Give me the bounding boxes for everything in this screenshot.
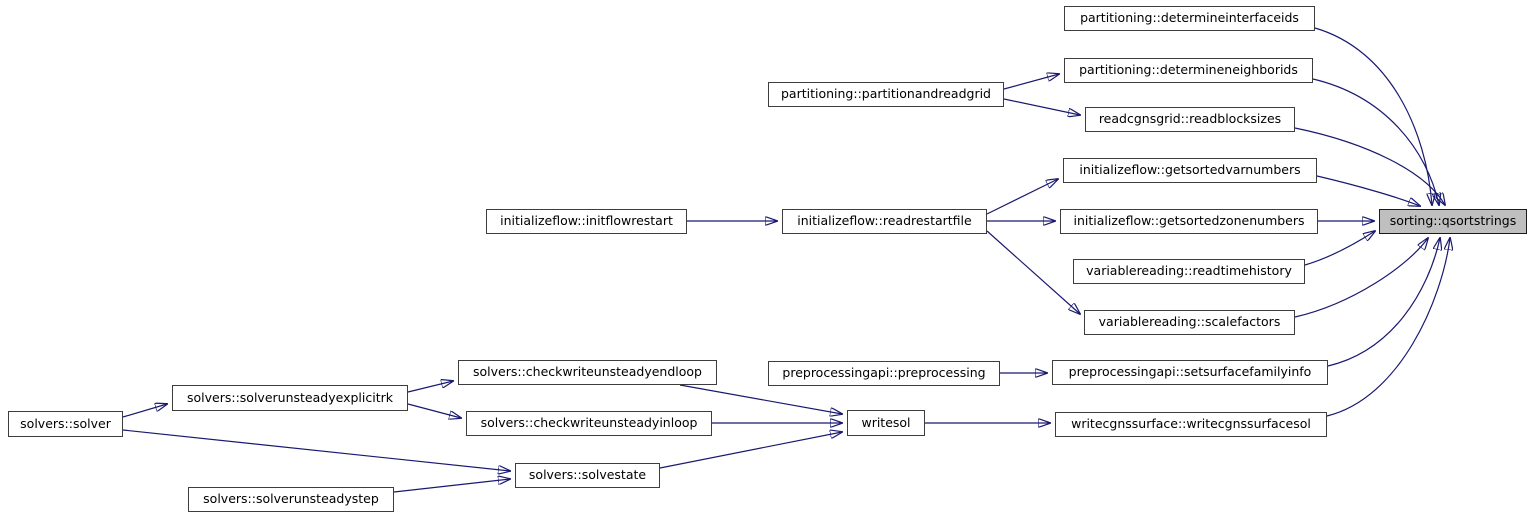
node-sorting-qsortstrings[interactable]: sorting::qsortstrings bbox=[1379, 209, 1527, 234]
edge-partitionandreadgrid-to-readblocksizes bbox=[1003, 98, 1080, 115]
node-initializeflow-initflowrestart[interactable]: initializeflow::initflowrestart bbox=[486, 209, 687, 234]
edge-partitionandreadgrid-to-determineneighborids bbox=[1003, 74, 1059, 90]
node-partitioning-determineneighborids[interactable]: partitioning::determineneighborids bbox=[1064, 58, 1313, 83]
edge-determineinterfaceids-to-qsortstrings bbox=[1314, 27, 1432, 205]
edge-readrestartfile-to-getsortedvarnumbers bbox=[986, 179, 1058, 215]
edge-writecgnssurfacesol-to-qsortstrings bbox=[1326, 238, 1450, 417]
node-solvers-solverunsteadystep[interactable]: solvers::solverunsteadystep bbox=[188, 487, 394, 512]
node-solvers-solverunsteadyexplicitrk[interactable]: solvers::solverunsteadyexplicitrk bbox=[172, 385, 408, 411]
node-partitioning-determineinterfaceids[interactable]: partitioning::determineinterfaceids bbox=[1064, 6, 1315, 31]
edge-solverunsteadyexplicitrk-to-checkwriteunsteadyendloop bbox=[407, 381, 453, 393]
node-variablereading-scalefactors[interactable]: variablereading::scalefactors bbox=[1084, 310, 1295, 335]
edge-readblocksizes-to-qsortstrings bbox=[1294, 127, 1445, 205]
node-writesol[interactable]: writesol bbox=[847, 410, 925, 436]
edge-readrestartfile-to-scalefactors bbox=[986, 230, 1080, 314]
node-writecgnssurface-writecgnssurfacesol[interactable]: writecgnssurface::writecgnssurfacesol bbox=[1055, 412, 1327, 437]
edge-getsortedvarnumbers-to-qsortstrings bbox=[1316, 175, 1420, 206]
edge-checkwriteunsteadyendloop-to-writesol bbox=[679, 384, 842, 414]
edge-solverunsteadystep-to-solvestate bbox=[393, 479, 510, 493]
node-solvers-solvestate[interactable]: solvers::solvestate bbox=[515, 463, 660, 488]
edge-setsurfacefamilyinfo-to-qsortstrings bbox=[1327, 238, 1440, 367]
node-solvers-checkwriteunsteadyendloop[interactable]: solvers::checkwriteunsteadyendloop bbox=[458, 360, 717, 385]
node-readcgnsgrid-readblocksizes[interactable]: readcgnsgrid::readblocksizes bbox=[1085, 107, 1295, 132]
node-initializeflow-getsortedzonenumbers[interactable]: initializeflow::getsortedzonenumbers bbox=[1060, 209, 1318, 234]
edge-scalefactors-to-qsortstrings bbox=[1294, 238, 1428, 318]
node-initializeflow-getsortedvarnumbers[interactable]: initializeflow::getsortedvarnumbers bbox=[1063, 158, 1317, 183]
node-preprocessingapi-preprocessing[interactable]: preprocessingapi::preprocessing bbox=[768, 361, 1000, 386]
edge-readtimehistory-to-qsortstrings bbox=[1304, 231, 1375, 266]
node-solvers-checkwriteunsteadyinloop[interactable]: solvers::checkwriteunsteadyinloop bbox=[466, 411, 712, 436]
edge-solverunsteadyexplicitrk-to-checkwriteunsteadyinloop bbox=[407, 403, 461, 418]
node-preprocessingapi-setsurfacefamilyinfo[interactable]: preprocessingapi::setsurfacefamilyinfo bbox=[1052, 360, 1328, 385]
node-solvers-solver[interactable]: solvers::solver bbox=[8, 411, 123, 437]
node-partitioning-partitionandreadgrid[interactable]: partitioning::partitionandreadgrid bbox=[768, 82, 1004, 107]
node-variablereading-readtimehistory[interactable]: variablereading::readtimehistory bbox=[1073, 259, 1305, 284]
edge-solver-to-solvestate bbox=[122, 429, 510, 471]
edge-determineneighborids-to-qsortstrings bbox=[1312, 78, 1439, 205]
edge-solvestate-to-writesol bbox=[659, 432, 842, 469]
node-initializeflow-readrestartfile[interactable]: initializeflow::readrestartfile bbox=[782, 209, 987, 234]
edge-solver-to-solverunsteadyexplicitrk bbox=[122, 404, 167, 418]
